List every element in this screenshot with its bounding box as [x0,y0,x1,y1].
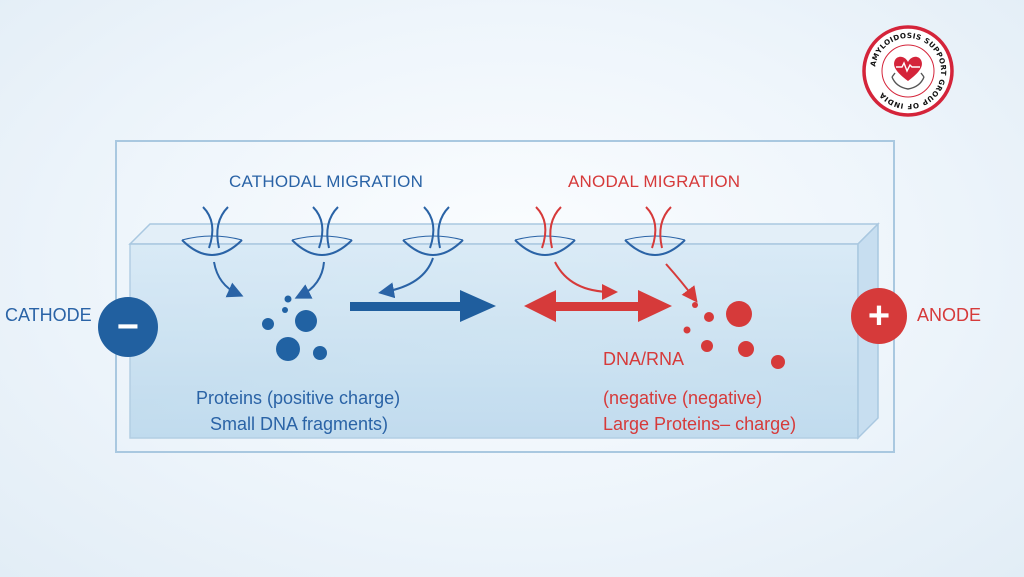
well-blue-2 [291,206,353,256]
well-blue-3 [402,206,464,256]
heart-hands-icon [891,56,925,90]
well-red-1 [514,206,576,256]
right-desc-line1: DNA/RNA [603,349,685,369]
left-desc-line1: Proteins (positive charge) [196,388,401,408]
curve-arrow-blue-1 [213,261,244,298]
red-migration-arrow [524,290,672,322]
curve-arrow-blue-3 [378,257,434,299]
left-desc-line2: Small DNA fragments) [210,414,389,434]
cathode-label: CATHODE [5,305,92,325]
anodal-migration-title: ANODAL MIGRATION [568,172,741,191]
minus-icon: − [98,297,158,357]
cathodal-migration-title: CATHODAL MIGRATION [229,172,424,191]
gel-slab [129,243,859,439]
right-desc-line3: Large Proteins– charge) [603,414,797,434]
blue-dots [262,295,327,361]
right-desc-line2: (negative (negative) [603,388,763,408]
amyloidosis-support-group-logo: AMYLOIDOSIS SUPPORT GROUP OF INDIA [862,25,954,117]
plus-icon: + [851,288,907,344]
blue-migration-arrow [350,290,496,322]
curve-arrow-red-2 [665,263,698,303]
red-dots [683,301,785,369]
anode-label: ANODE [917,305,982,325]
curve-arrow-blue-2 [294,261,325,299]
well-red-2 [624,206,686,256]
well-blue-1 [181,206,243,256]
curve-arrow-red-1 [554,261,618,300]
